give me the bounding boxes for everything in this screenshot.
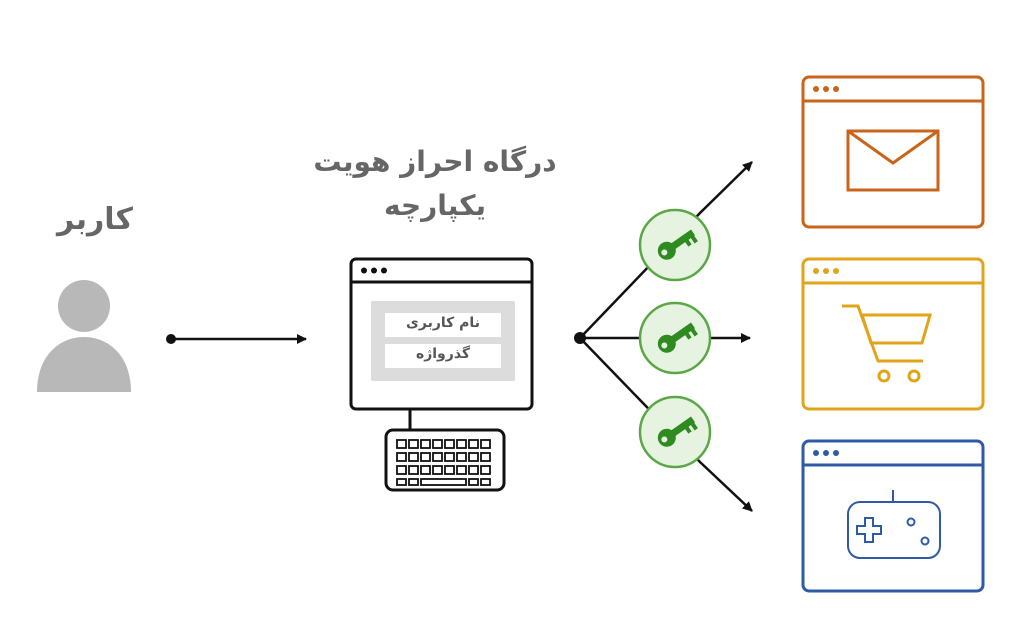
password-label: گذرواژه <box>415 346 471 362</box>
portal-computer-icon <box>349 257 534 432</box>
portal-title-line2: یکپارچه <box>383 189 487 222</box>
key-icon <box>657 416 698 447</box>
portal-title-line1: درگاه احراز هویت <box>313 145 557 178</box>
key-icon <box>657 322 698 353</box>
key-badge-top <box>638 208 712 282</box>
key-icon <box>657 229 698 260</box>
envelope-icon <box>846 129 940 192</box>
keyboard-icon <box>384 428 506 492</box>
portal-title: درگاه احراز هویت یکپارچه <box>290 140 580 228</box>
shop-window <box>801 257 985 411</box>
username-field <box>385 313 501 337</box>
mail-window <box>801 75 985 229</box>
gamepad-icon <box>847 490 941 559</box>
user-label: کاربر <box>57 202 133 237</box>
key-badge-middle <box>638 301 712 375</box>
cart-icon <box>842 304 932 383</box>
password-field <box>385 344 501 368</box>
game-window <box>801 439 985 593</box>
user-to-portal-arrow <box>166 334 307 344</box>
user-icon <box>37 280 131 392</box>
username-label: نام کاربری <box>406 315 480 331</box>
key-badge-bottom <box>638 395 712 469</box>
